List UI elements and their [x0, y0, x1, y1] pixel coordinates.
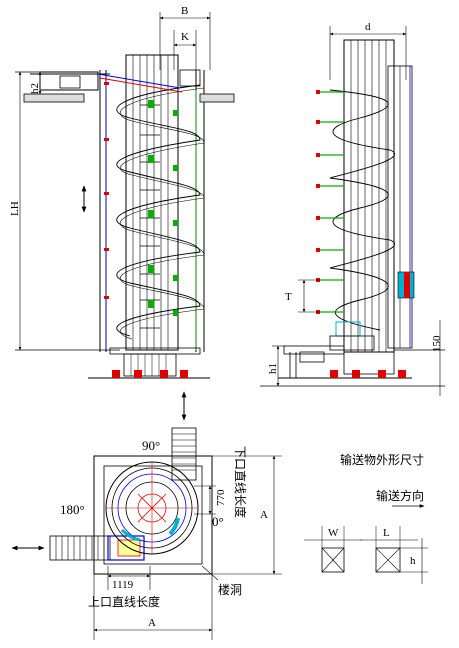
left-helix-spiral — [116, 84, 201, 337]
dim-h1-label: h1 — [267, 363, 279, 374]
angle-0-label: 0° — [212, 514, 224, 529]
cargo-size-title: 输送物外形尺寸 — [340, 452, 424, 467]
right-green-trays — [318, 91, 344, 313]
left-base — [88, 347, 210, 379]
dim-h2-label: h2 — [29, 83, 41, 94]
left-green-markers — [148, 100, 178, 316]
plan-view: 770 下口直线长度 A 1119 上口直线长度 楼洞 A 90° 180° 0… — [11, 427, 282, 640]
plan-outer-square — [93, 455, 213, 575]
lower-straight-length-label: 下口直线长度 — [233, 446, 248, 518]
dim-w-label: W — [328, 527, 339, 539]
right-helix-spiral — [329, 89, 395, 331]
dim-150-label: 150 — [431, 335, 443, 352]
dim-770-label: 770 — [215, 489, 227, 506]
left-elevation-view: B K h2 LH — [9, 5, 235, 379]
dim-h-label: h — [410, 555, 416, 567]
right-central-column — [343, 39, 395, 353]
left-upper-floor — [23, 93, 235, 103]
plan-upper-chute — [171, 427, 197, 481]
floor-opening-label: 楼洞 — [218, 582, 242, 597]
right-elevation-view: d T h1 150 — [260, 21, 445, 396]
angle-90-label: 90° — [142, 438, 160, 453]
left-central-column — [125, 54, 179, 351]
upper-straight-length-label: 上口直线长度 — [88, 594, 160, 609]
cargo-box-l — [375, 547, 401, 573]
cargo-box-w — [321, 547, 345, 573]
plan-inner-square — [103, 465, 203, 565]
dim-t-label: T — [285, 291, 292, 303]
dim-d-label: d — [365, 21, 371, 33]
dim-k-label: K — [181, 31, 189, 43]
dim-b-label: B — [181, 5, 188, 17]
dim-l-label: L — [383, 527, 390, 539]
left-top-drive — [30, 69, 201, 93]
dim-1119-label: 1119 — [112, 579, 134, 591]
dim-a-bottom-label: A — [148, 617, 156, 629]
cargo-size-legend: 输送物外形尺寸 输送方向 W L h — [304, 452, 428, 584]
dim-lh-label: LH — [9, 201, 21, 216]
dim-a-right-label: A — [260, 509, 268, 521]
conveying-direction-title: 输送方向 — [376, 488, 424, 503]
angle-180-label: 180° — [60, 502, 85, 517]
